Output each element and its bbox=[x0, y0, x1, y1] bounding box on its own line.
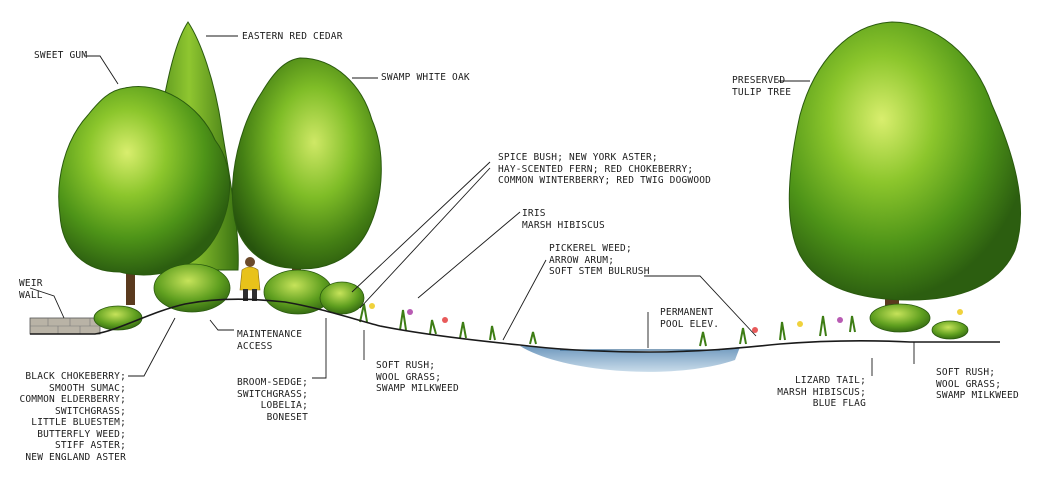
label-soft-rush-right: SOFT RUSH; WOOL GRASS; SWAMP MILKWEED bbox=[936, 367, 1019, 401]
berm-shrubs-graphic bbox=[93, 263, 969, 340]
label-lizard-tail-group: LIZARD TAIL; MARSH HIBISCUS; BLUE FLAG bbox=[777, 375, 866, 409]
label-pickerel-group: PICKEREL WEED; ARROW ARUM; SOFT STEM BUL… bbox=[549, 243, 650, 277]
label-preserved-tulip-tree: PRESERVED TULIP TREE bbox=[732, 75, 792, 98]
label-permanent-pool: PERMANENT POOL ELEV. bbox=[660, 307, 720, 330]
label-swamp-white-oak: SWAMP WHITE OAK bbox=[381, 72, 470, 83]
label-maintenance-access: MAINTENANCE ACCESS bbox=[237, 329, 303, 352]
label-weir-wall: WEIR WALL bbox=[19, 278, 43, 301]
label-black-chokeberry-group: BLACK CHOKEBERRY; SMOOTH SUMAC; COMMON E… bbox=[19, 371, 126, 463]
label-eastern-red-cedar: EASTERN RED CEDAR bbox=[242, 31, 343, 42]
swamp-white-oak-graphic bbox=[231, 57, 382, 275]
weir-wall-graphic bbox=[29, 317, 101, 335]
label-spice-bush-group: SPICE BUSH; NEW YORK ASTER; HAY-SCENTED … bbox=[498, 152, 712, 186]
label-sweet-gum: SWEET GUM bbox=[34, 50, 88, 61]
tulip-tree-graphic bbox=[788, 21, 1021, 312]
sweet-gum-graphic bbox=[58, 86, 231, 305]
label-broom-sedge-group: BROOM-SEDGE; SWITCHGRASS; LOBELIA; BONES… bbox=[236, 377, 308, 423]
label-soft-rush-left: SOFT RUSH; WOOL GRASS; SWAMP MILKWEED bbox=[376, 360, 459, 394]
person-figure bbox=[239, 257, 261, 301]
leader-lines bbox=[29, 35, 915, 379]
label-iris-group: IRIS MARSH HIBISCUS bbox=[522, 208, 605, 231]
ground-profile-line bbox=[30, 298, 1000, 353]
